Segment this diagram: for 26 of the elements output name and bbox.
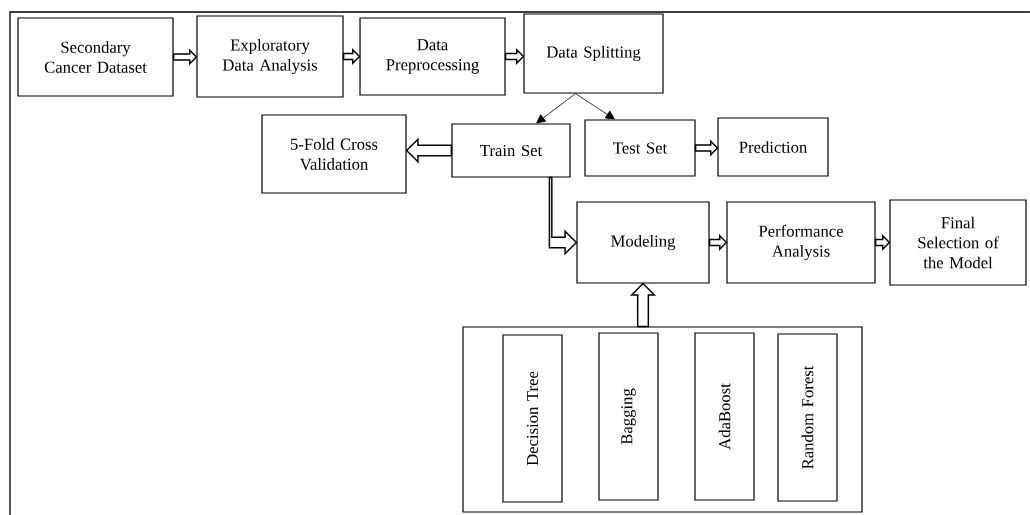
arrow: [504, 48, 525, 65]
process-box: Final Selection of the Model: [889, 199, 1027, 286]
arrow: [694, 139, 719, 157]
model-box: Bagging: [598, 332, 659, 501]
process-box: Prediction: [717, 117, 829, 177]
arrow: [172, 48, 198, 66]
process-box: Data Splitting: [523, 13, 664, 94]
model-box: Decision Tree: [502, 334, 563, 503]
arrow: [536, 93, 576, 124]
model-box: AdaBoost: [694, 332, 755, 501]
arrow: [405, 137, 453, 164]
process-box: Secondary Cancer Dataset: [17, 17, 174, 97]
model-box: Random Forest: [777, 333, 838, 502]
process-box: Modeling: [576, 201, 710, 284]
arrow: [548, 176, 578, 256]
process-box: Test Set: [584, 119, 696, 177]
process-box: Data Preprocessing: [359, 17, 506, 96]
arrow: [874, 234, 891, 251]
arrow: [629, 282, 657, 328]
process-box: Exploratory Data Analysis: [196, 15, 344, 98]
arrow: [342, 48, 361, 65]
process-box: Train Set: [451, 123, 571, 178]
arrow: [708, 234, 728, 251]
process-box: 5-Fold Cross Validation: [261, 114, 407, 194]
arrow: [575, 93, 615, 120]
process-box: Performance Analysis: [726, 201, 876, 284]
